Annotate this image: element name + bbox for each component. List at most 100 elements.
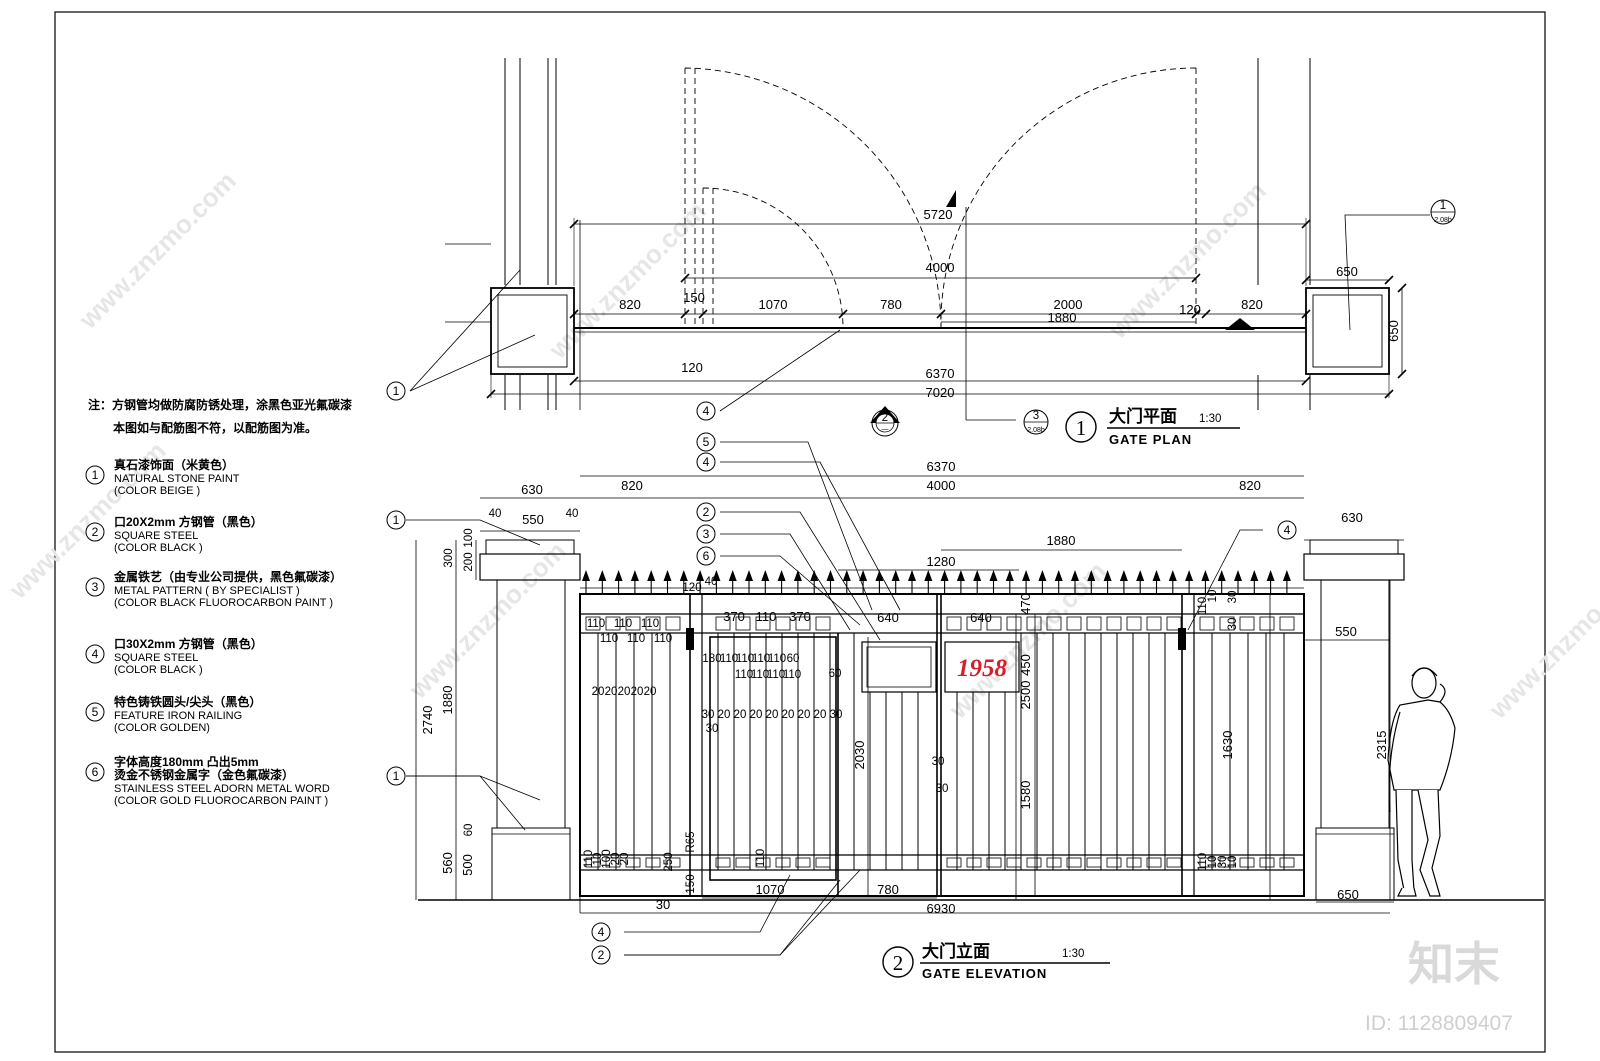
gate-sign-number: 1958 [957, 655, 1008, 682]
legend-label-en: SQUARE STEEL [114, 530, 198, 542]
legend-label-en: FEATURE IRON RAILING [114, 710, 242, 722]
callout-circle [386, 766, 406, 786]
dim-label: 560 [440, 852, 455, 874]
dim-label: 110 [767, 669, 785, 681]
finial-spear [647, 570, 656, 581]
dim-label: 20 [750, 709, 763, 721]
callout-number: 4 [703, 455, 710, 469]
dim-label: 1580 [1018, 781, 1033, 810]
legend-number-circle [85, 465, 105, 485]
finial-spear [614, 570, 623, 581]
finial-spear [1119, 570, 1128, 581]
legend-number-circle [85, 522, 105, 542]
dim-label: 200 [463, 552, 475, 571]
elevation-dim-lines [415, 475, 1404, 914]
finial-spear [777, 570, 786, 581]
gate-grid-panes [585, 616, 1295, 868]
grid-pane [1086, 857, 1102, 868]
grid-pane [1146, 857, 1162, 868]
finial-spear [842, 570, 851, 581]
callout-number: 2 [703, 505, 710, 519]
dim-label: 640 [877, 610, 899, 625]
plan-scale: 1:30 [1199, 413, 1221, 425]
callout-number: 3 [703, 527, 710, 541]
dim-label: 40 [489, 508, 502, 520]
finial-spear [582, 570, 590, 581]
callout-circle [591, 945, 611, 965]
dim-label: 40 [566, 508, 579, 520]
grid-pane [645, 857, 661, 868]
dim-label: 10 [592, 853, 604, 866]
dim-label: 820 [619, 297, 641, 312]
callout-number: 1 [393, 513, 400, 527]
finial-spear [793, 570, 802, 581]
note-line: 本图如与配筋图不符，以配筋图为准。 [113, 420, 317, 435]
finial-spear [810, 570, 819, 581]
elevation-scale: 1:30 [1062, 948, 1084, 960]
grid-pane [625, 857, 641, 868]
dim-label: 20 [610, 853, 622, 866]
legend-number: 4 [92, 647, 99, 661]
elevation-number: 2 [893, 951, 904, 975]
grid-pane [986, 616, 1002, 631]
dim-label: 640 [970, 610, 992, 625]
dim-label: 300 [443, 548, 455, 567]
brand-watermark: 知末 ID: 1128809407 [1365, 938, 1513, 1035]
grid-pane [946, 616, 962, 631]
callout-circle [591, 922, 611, 942]
grid-pane [1006, 857, 1022, 868]
dim-label: 40 [705, 576, 718, 588]
grid-pane [715, 857, 731, 868]
legend-label-cn: 特色铸铁圆头/尖头（黑色） [114, 694, 261, 709]
grid-pane [735, 616, 751, 631]
dim-label: 10 [1207, 856, 1219, 869]
grid-pane [1066, 616, 1082, 631]
grid-pane [1066, 857, 1082, 868]
dim-label: 6930 [927, 901, 956, 916]
dim-label: 110 [587, 618, 605, 630]
dim-label: 2000 [1054, 297, 1083, 312]
grid-pane [1106, 857, 1122, 868]
finial-spear [1022, 570, 1031, 581]
finial-spear [712, 570, 721, 581]
dim-label: 250 [663, 852, 675, 871]
grid-pane [1199, 616, 1215, 631]
dim-label: 7020 [926, 385, 955, 400]
dim-label: 1880 [1048, 310, 1077, 325]
grid-pane [1166, 857, 1182, 868]
finial-spear [826, 570, 835, 581]
dim-label: 6370 [926, 366, 955, 381]
legend-label-cn: 真石漆饰面（米黄色） [114, 457, 234, 472]
dim-label: 110 [735, 669, 753, 681]
dim-label: 60 [787, 653, 800, 665]
finial-spear [859, 570, 868, 581]
grid-pane [1259, 857, 1275, 868]
dim-label: 110 [768, 653, 786, 665]
dim-label: 30 [702, 709, 715, 721]
section-ref-number: 1 [1440, 200, 1446, 212]
grid-pane [605, 857, 621, 868]
legend-label-cn: 口20X2mm 方钢管（黑色） [114, 514, 263, 529]
legend-number: 6 [92, 765, 99, 779]
callout-circle [696, 432, 716, 452]
dim-label: 1880 [440, 686, 455, 715]
dim-label: 110 [641, 618, 659, 630]
finial-spear [973, 570, 982, 581]
dim-label: 110 [600, 633, 618, 645]
dim-label: 2740 [420, 706, 435, 735]
dim-label: 110 [736, 653, 754, 665]
dim-label: 820 [621, 478, 643, 493]
dim-label: 110 [751, 669, 769, 681]
finial-spear [663, 570, 672, 581]
grid-pane [966, 857, 982, 868]
grid-pane [1166, 616, 1182, 631]
dim-label: 2315 [1374, 731, 1389, 760]
grid-pane [775, 857, 791, 868]
dim-label: 110 [720, 653, 738, 665]
plan-title-block: 1 大门平面 1:30 GATE PLAN [1065, 406, 1240, 447]
dim-label: 370 [723, 609, 745, 624]
grid-pane [665, 857, 681, 868]
finial-spear [1087, 570, 1096, 581]
legend-label-en: SQUARE STEEL [114, 652, 198, 664]
grid-pane [1026, 857, 1042, 868]
